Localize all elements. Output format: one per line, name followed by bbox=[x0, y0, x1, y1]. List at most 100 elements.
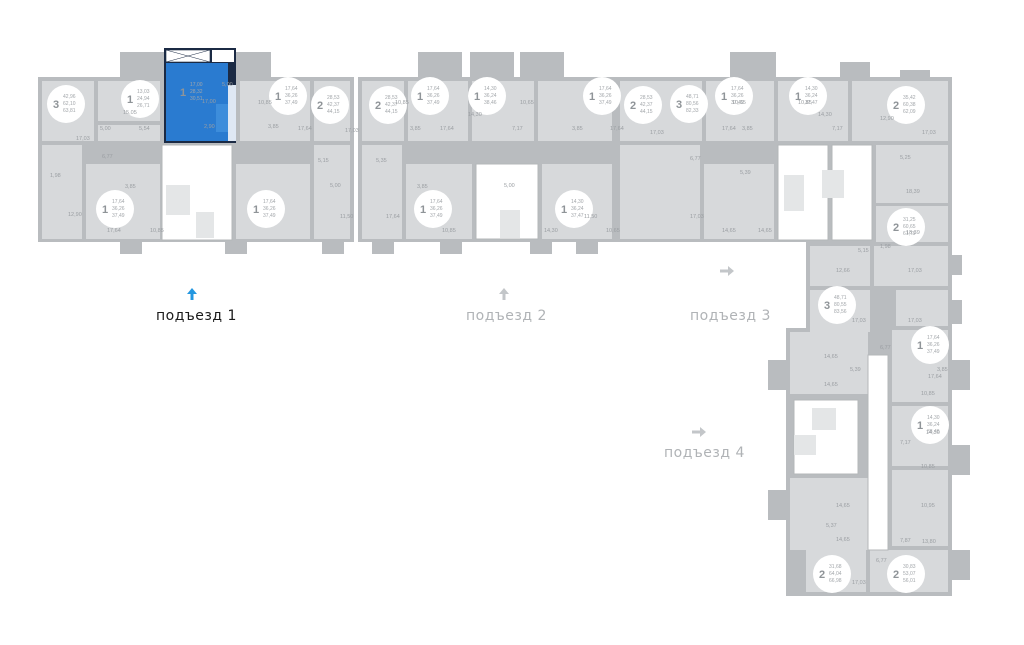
apartment-area-value: 37,49 bbox=[112, 213, 125, 219]
apartment-area-value: 37,49 bbox=[731, 100, 744, 106]
entrance-2-label[interactable]: подъезд 2 bbox=[466, 308, 547, 324]
room-area-label: 5,25 bbox=[900, 155, 911, 161]
apartment-area-value: 63,81 bbox=[63, 108, 76, 114]
apartment-rooms-count: 1 bbox=[589, 91, 595, 103]
room-area-label: 5,37 bbox=[826, 523, 837, 529]
apartment-badge-circle bbox=[813, 555, 851, 593]
entrance-4-arrow-icon bbox=[692, 427, 706, 437]
room-area-label: 14,65 bbox=[722, 228, 736, 234]
entrance-4-label[interactable]: подъезд 4 bbox=[664, 445, 745, 461]
room-area-label: 6,77 bbox=[876, 558, 887, 564]
room-area-label: 13,80 bbox=[922, 539, 936, 545]
room-area-label: 5,39 bbox=[850, 367, 861, 373]
room-area-label: 10,65 bbox=[732, 100, 746, 106]
apartment-area-value: 17,64 bbox=[731, 86, 744, 92]
apartment-area-value: 14,30 bbox=[484, 86, 497, 92]
room-area-label: 7,17 bbox=[512, 126, 523, 132]
apartment-area-value: 48,71 bbox=[686, 94, 699, 100]
apartment-badge-circle bbox=[911, 326, 949, 364]
room-area-label: 17,03 bbox=[650, 130, 664, 136]
entrance-2-arrow-icon bbox=[499, 288, 509, 300]
apartment-area-value: 14,30 bbox=[571, 199, 584, 205]
room-area-label: 17,64 bbox=[610, 126, 624, 132]
apartment-area-value: 13,03 bbox=[137, 89, 150, 95]
apartment-area-value: 17,64 bbox=[599, 86, 612, 92]
room-area-label: 10,95 bbox=[921, 503, 935, 509]
room-area-label: 15,05 bbox=[123, 110, 137, 116]
room-area-label: 17,03 bbox=[908, 318, 922, 324]
apartment-rooms-count: 1 bbox=[721, 91, 727, 103]
apartment-area-value: 17,64 bbox=[112, 199, 125, 205]
apartment-area-value: 80,56 bbox=[686, 101, 699, 107]
apartment-area-value: 36,24 bbox=[484, 93, 497, 99]
apartment-area-value: 62,09 bbox=[903, 109, 916, 115]
apartment-area-value: 44,15 bbox=[327, 109, 340, 115]
apartment-badge-circle bbox=[583, 77, 621, 115]
room-area-label: 17,03 bbox=[852, 318, 866, 324]
room-area-label: 17,03 bbox=[852, 580, 866, 586]
apartment-badge-circle bbox=[269, 77, 307, 115]
entrance-3-label[interactable]: подъезд 3 bbox=[690, 308, 771, 324]
room-area-label: 5,00 bbox=[330, 183, 341, 189]
apartment-badge-circle bbox=[818, 286, 856, 324]
apartment-badge-circle bbox=[468, 77, 506, 115]
room-area-label: 5,54 bbox=[139, 126, 150, 132]
apartment-rooms-count: 1 bbox=[275, 91, 281, 103]
apartment-area-value: 14,30 bbox=[927, 415, 940, 421]
room-area-label: 10,85 bbox=[921, 391, 935, 397]
apartment-badge-circle bbox=[624, 86, 662, 124]
apartment-area-value: 37,49 bbox=[285, 100, 298, 106]
apartment-rooms-count: 1 bbox=[917, 420, 923, 432]
room-area-label: 7,87 bbox=[900, 538, 911, 544]
apartment-area-value: 31,68 bbox=[829, 564, 842, 570]
room-area-label: 18,39 bbox=[906, 230, 920, 236]
room-area-label: 14,30 bbox=[468, 112, 482, 118]
room-area-label: 2,90 bbox=[204, 124, 215, 130]
apartment-rooms-count: 1 bbox=[253, 204, 259, 216]
room-area-label: 5,39 bbox=[740, 170, 751, 176]
room-area-label: 10,85 bbox=[395, 100, 409, 106]
apartment-area-value: 62,10 bbox=[63, 101, 76, 107]
apartment-area-value: 36,26 bbox=[427, 93, 440, 99]
apartment-area-value: 80,55 bbox=[834, 302, 847, 308]
room-area-label: 6,77 bbox=[690, 156, 701, 162]
room-area-label: 17,03 bbox=[76, 136, 90, 142]
apartment-area-value: 44,15 bbox=[640, 109, 653, 115]
apartment-area-value: 36,26 bbox=[731, 93, 744, 99]
apartment-area-value: 37,49 bbox=[599, 100, 612, 106]
apartment-area-value: 42,96 bbox=[63, 94, 76, 100]
room-area-label: 5,15 bbox=[858, 248, 869, 254]
apartment-area-value: 24,94 bbox=[137, 96, 150, 102]
room-area-label: 10,85 bbox=[798, 100, 812, 106]
apartment-rooms-count: 2 bbox=[317, 100, 323, 112]
room-area-label: 14,65 bbox=[836, 537, 850, 543]
entrance-1-label[interactable]: подъезд 1 bbox=[156, 308, 237, 324]
apartment-badge-circle bbox=[555, 190, 593, 228]
room-area-label: 14,65 bbox=[758, 228, 772, 234]
